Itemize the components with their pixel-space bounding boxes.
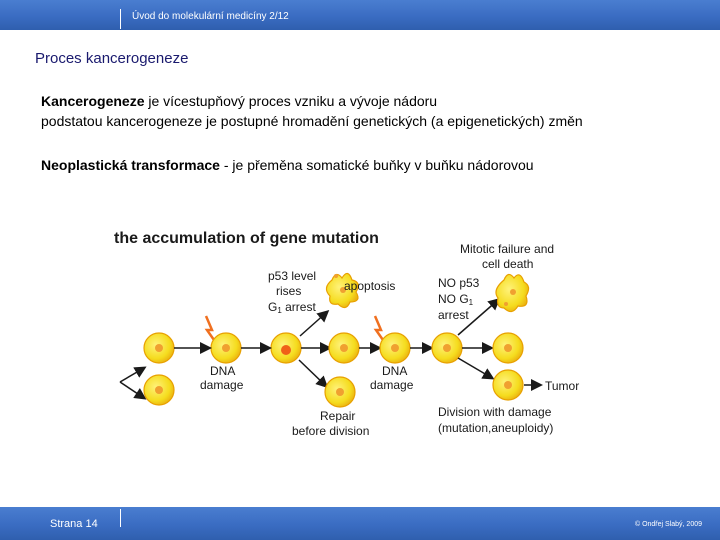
lightning-icon [204, 315, 216, 341]
arrow-to-division-bottom [457, 357, 495, 380]
arrow-branch-down [119, 381, 147, 400]
dna-damage-label-2a: DNA [382, 364, 407, 378]
header-divider [120, 9, 121, 29]
arrow-branch-up [119, 366, 147, 383]
no-p53-label: NO p53 [438, 276, 480, 290]
arrow-to-repair [298, 359, 329, 389]
lightning-icon [373, 315, 385, 341]
tumor-label: Tumor [545, 379, 579, 393]
page-number: Strana 14 [50, 518, 98, 530]
paragraph-3: Neoplastická transformace - je přeměna s… [41, 157, 534, 173]
arrest-label: arrest [438, 308, 469, 322]
cell-division-bottom [492, 369, 524, 401]
course-title: Úvod do molekulární medicíny 2/12 [132, 11, 289, 22]
division-label-line1: Division with damage [438, 405, 552, 419]
footer-divider [120, 509, 121, 527]
slide-title: Proces kancerogeneze [35, 50, 189, 67]
cell-damaged-2 [379, 332, 411, 364]
p53-label-line3: G1 arrest [268, 300, 316, 315]
term-neoplasticka-transformace: Neoplastická transformace [41, 157, 220, 173]
paragraph-1: Kancerogeneze je vícestupňový proces vzn… [41, 93, 437, 109]
apoptotic-cell-1 [325, 272, 359, 309]
header-bar: Úvod do molekulární medicíny 2/12 [0, 0, 720, 30]
term-kancerogeneze: Kancerogeneze [41, 93, 145, 109]
arrow-to-mitotic-failure [457, 298, 501, 336]
cell-repaired [324, 376, 356, 408]
cell-damaged-1 [270, 332, 302, 364]
paragraph-1-text: je vícestupňový proces vzniku a vývoje n… [144, 93, 438, 109]
p53-label-line1: p53 level [268, 269, 316, 283]
diagram-title: the accumulation of gene mutation [114, 230, 379, 247]
p53-label-line2: rises [276, 284, 301, 298]
arrow-to-apoptosis [299, 310, 330, 337]
mitotic-failure-line2: cell death [482, 257, 533, 271]
cell-col5 [431, 332, 463, 364]
footer-bar: Strana 14 © Ondřej Slabý, 2009 [0, 507, 720, 540]
dna-damage-label-1a: DNA [210, 364, 235, 378]
dna-damage-label-2b: damage [370, 378, 414, 392]
paragraph-3-text: - je přeměna somatické buňky v buňku nád… [219, 157, 534, 173]
apoptotic-cell-2 [495, 273, 530, 313]
cell-division-top [492, 332, 524, 364]
repair-label-line2: before division [292, 424, 369, 438]
dna-damage-label-1b: damage [200, 378, 244, 392]
copyright: © Ondřej Slabý, 2009 [634, 521, 702, 528]
cell-left-bottom [143, 374, 175, 406]
gene-mutation-diagram: the accumulation of gene mutation DNA da… [114, 230, 579, 438]
no-g1-label: NO G1 [438, 292, 474, 307]
apoptosis-label: apoptosis [344, 279, 395, 293]
division-label-line2: (mutation,aneuploidy) [438, 421, 553, 435]
mitotic-failure-line1: Mitotic failure and [460, 242, 554, 256]
cell-col2-top [210, 332, 242, 364]
repair-label-line1: Repair [320, 409, 355, 423]
cell-left-top [143, 332, 175, 364]
paragraph-2: podstatou kancerogeneze je postupné hrom… [41, 113, 583, 129]
cell-col3-top [328, 332, 360, 364]
